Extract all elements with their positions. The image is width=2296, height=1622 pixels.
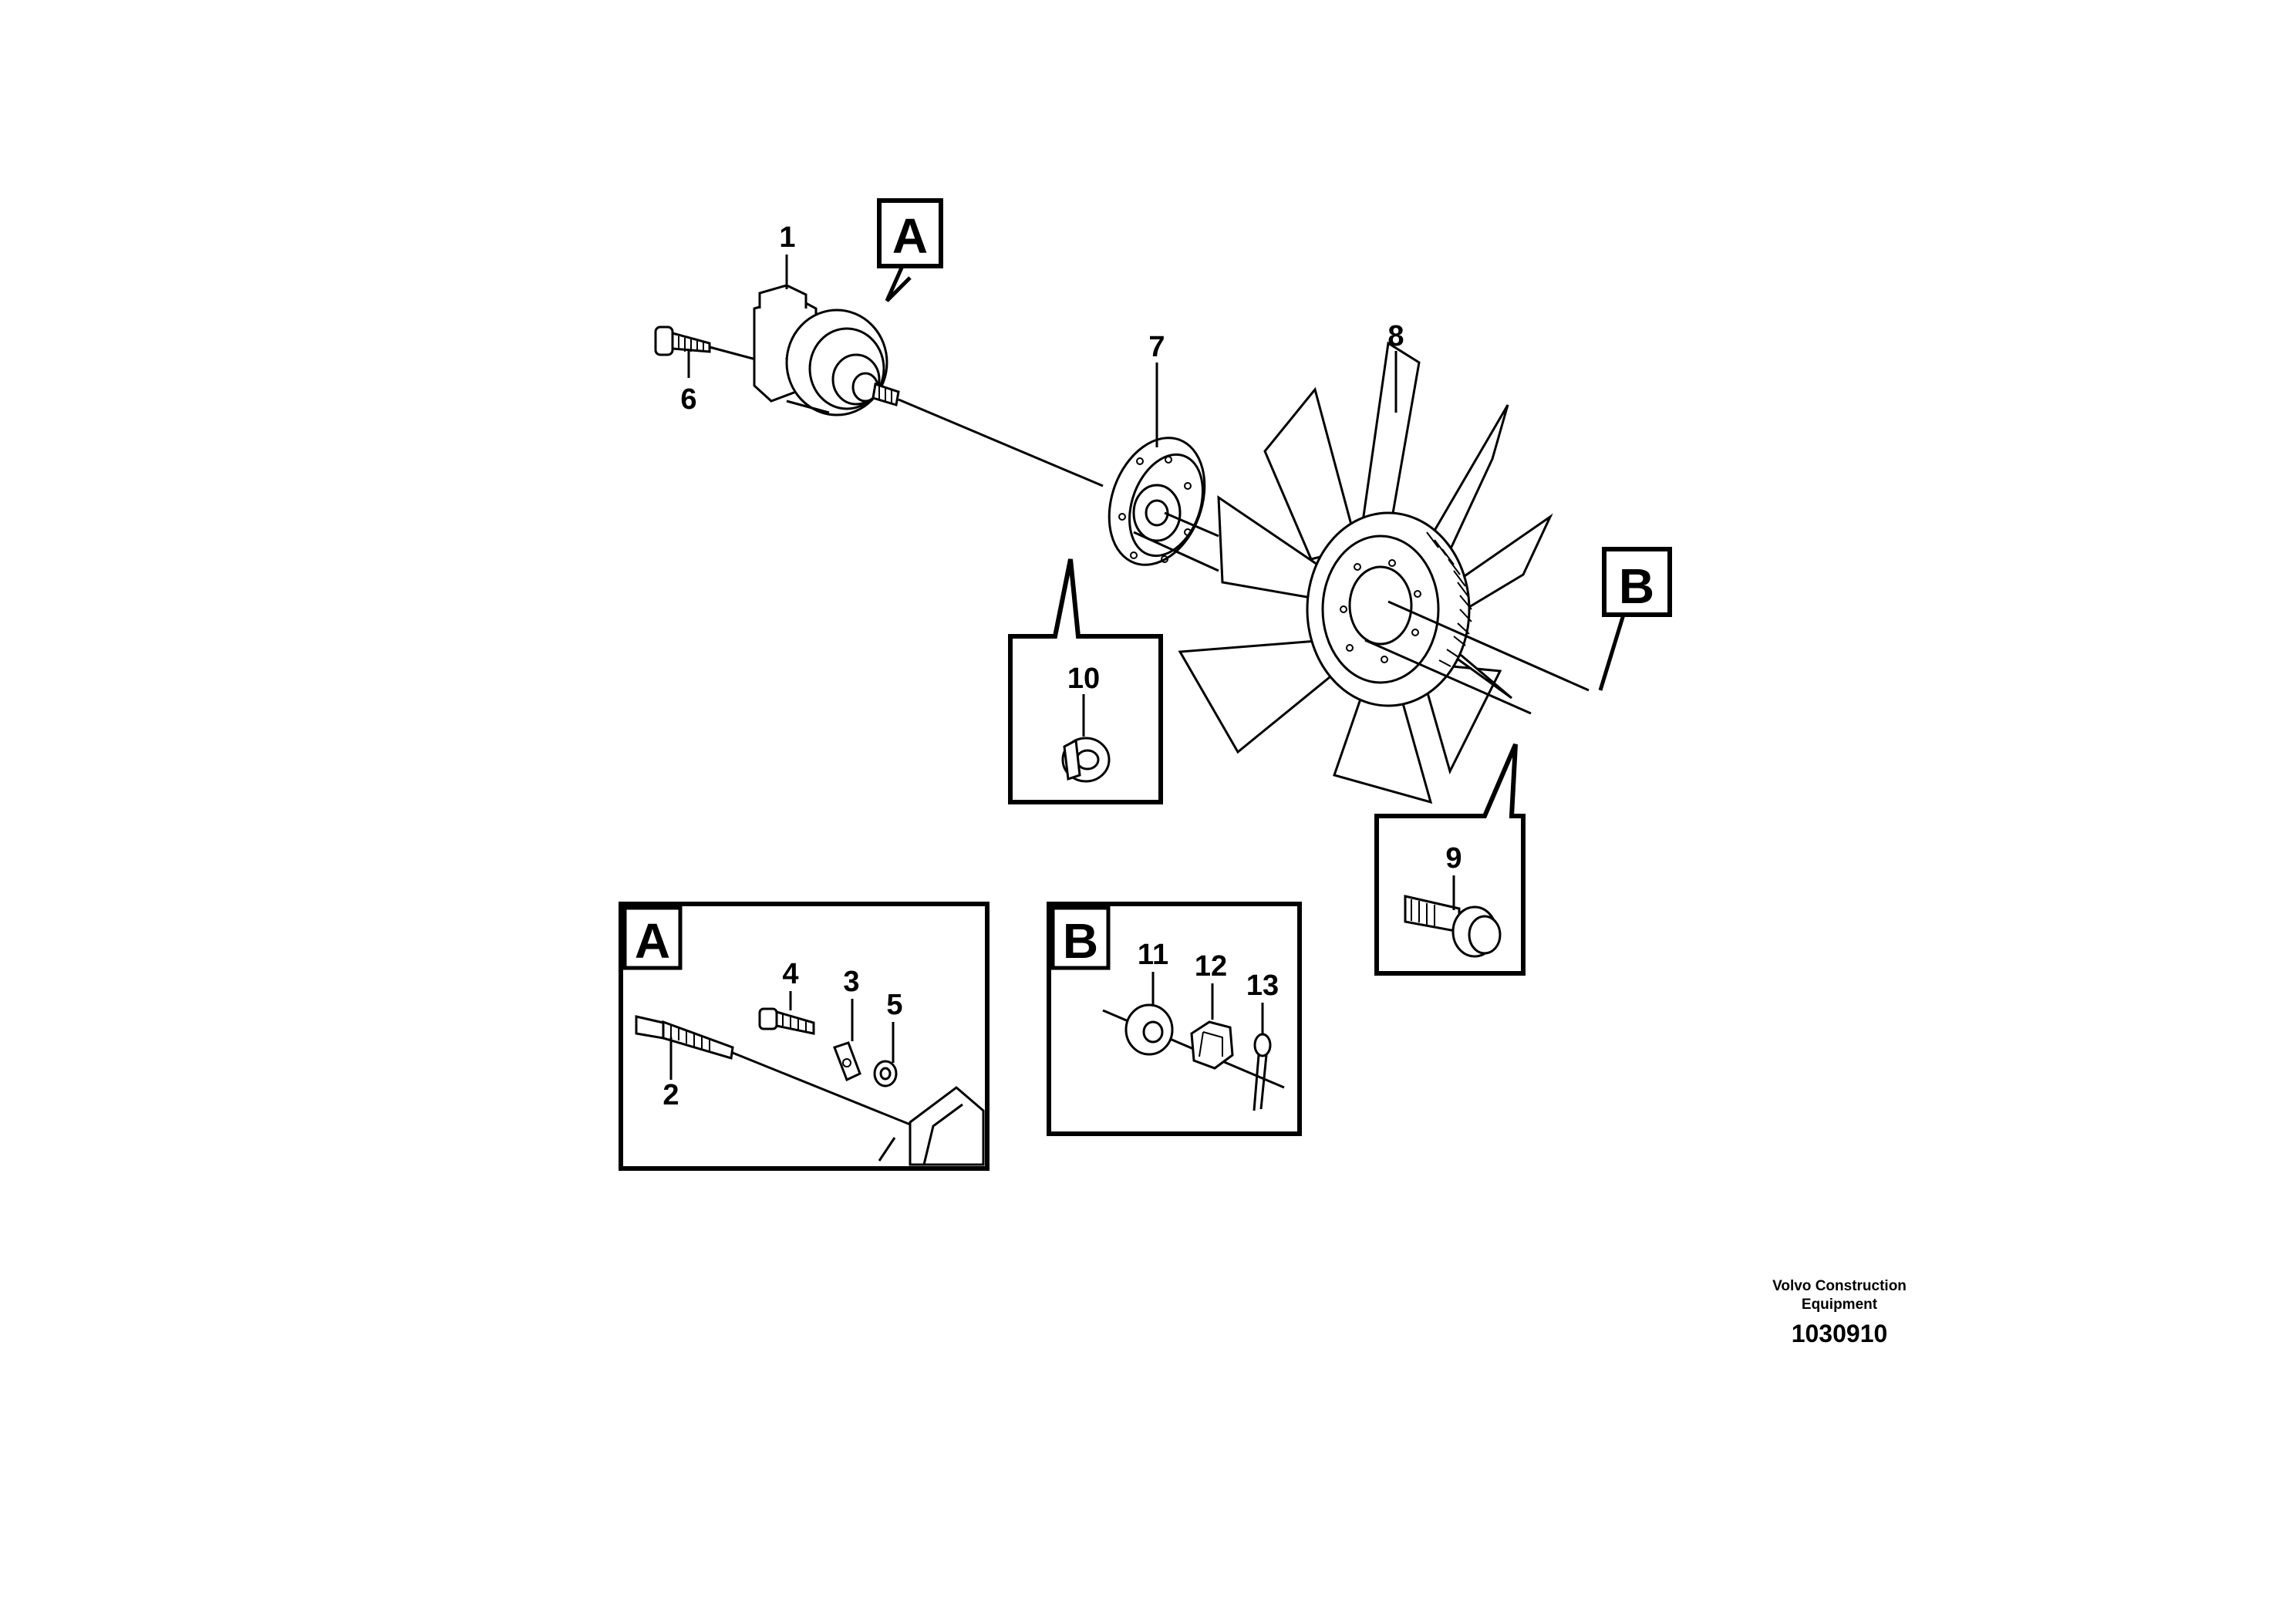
document-number: 1030910 bbox=[1792, 1320, 1888, 1347]
detail-box-part-10 bbox=[1008, 558, 1163, 804]
fan-drive-part-1 bbox=[753, 255, 900, 416]
callout-b-top-label: B bbox=[1619, 558, 1654, 614]
part-label-1: 1 bbox=[779, 221, 795, 254]
bolt-part-6 bbox=[654, 325, 768, 378]
callout-b-detail-label: B bbox=[1063, 913, 1098, 969]
company-name-line-2: Equipment bbox=[1802, 1297, 1878, 1313]
part-label-8: 8 bbox=[1387, 320, 1404, 352]
callout-a-top: A bbox=[877, 198, 943, 302]
detail-box-a: A bbox=[619, 902, 990, 1171]
part-label-11: 11 bbox=[1138, 939, 1168, 971]
part-labels: 1 2 3 4 5 6 7 8 9 10 11 12 13 bbox=[663, 221, 1462, 1111]
part-label-5: 5 bbox=[886, 989, 902, 1021]
detail-box-b: B bbox=[1047, 902, 1302, 1136]
part-label-13: 13 bbox=[1246, 969, 1279, 1002]
detail-box-part-9 bbox=[1374, 743, 1526, 976]
fan-part-8 bbox=[1178, 341, 1590, 804]
callout-b-top: B bbox=[1598, 547, 1672, 691]
axis-line bbox=[898, 398, 1104, 487]
part-label-6: 6 bbox=[680, 383, 696, 416]
callout-a-top-label: A bbox=[892, 208, 928, 264]
company-name-line-1: Volvo Construction bbox=[1772, 1278, 1907, 1294]
footer: Volvo Construction Equipment 1030910 bbox=[1772, 1278, 1907, 1347]
part-label-12: 12 bbox=[1195, 950, 1227, 983]
part-label-3: 3 bbox=[843, 966, 859, 998]
part-label-4: 4 bbox=[782, 958, 798, 990]
part-label-7: 7 bbox=[1148, 331, 1165, 363]
hub-plate-part-7 bbox=[1108, 363, 1219, 572]
part-label-10: 10 bbox=[1067, 663, 1100, 695]
callout-a-detail-label: A bbox=[635, 913, 670, 969]
part-label-2: 2 bbox=[663, 1079, 679, 1111]
part-label-9: 9 bbox=[1445, 842, 1462, 875]
